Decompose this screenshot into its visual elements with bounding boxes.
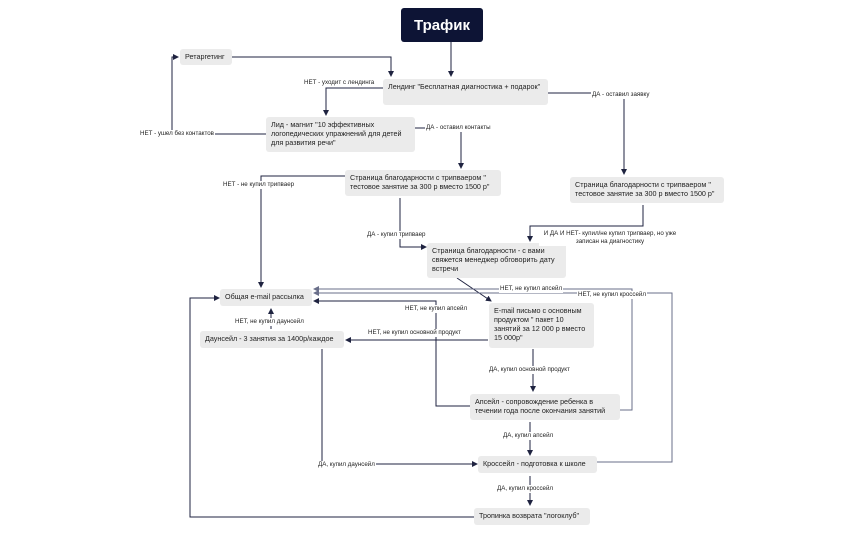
label-no-main: НЕТ, не купил основной продукт [367,329,462,337]
label-yes-request: ДА - оставил заявку [591,91,651,99]
edge-retargeting-landing [232,56,394,77]
edge-thanks1-manager [399,198,427,250]
label-no-left-landing: НЕТ - уходит с лендинга [303,79,376,87]
edge-thanks1-email [258,175,345,288]
node-lead-magnet: Лид - магнит "10 эффективных логопедичес… [266,117,415,152]
node-email-main: E-mail письмо с основным продуктом " пак… [489,303,594,348]
node-thanks-manager: Страница благодарности - с вами свяжется… [427,243,566,278]
label-yes-downsell: ДА, купил даунсейл [317,461,376,469]
label-yes-crosssell: ДА, купил кроссейл [496,485,555,493]
label-yes-main: ДА, купил основной продукт [488,366,571,374]
edge-lead-retargeting [171,54,266,135]
label-no-upsell-2: НЕТ, не купил апсейл [404,305,469,313]
edge-lead-thanks1 [415,127,464,169]
edge-landing-thanks2 [548,92,627,175]
label-yes-tripwire: ДА - купил трипваер [366,231,427,239]
label-no-no-contacts: НЕТ - ушел без контактов [139,130,215,138]
node-upsell: Апсейл - сопровождение ребенка в течении… [470,394,620,420]
edge-thanks2-manager [527,205,644,242]
node-thanks-tripwire-1: Страница благодарности с трипваером " те… [345,170,501,196]
node-downsell: Даунсейл - 3 занятия за 1400р/каждое [200,331,344,348]
edge-upsell-email [313,298,470,407]
label-yes-contacts: ДА - оставил контакты [425,124,492,132]
node-return-path: Тропинка возврата "логоклуб" [474,508,590,525]
label-no-upsell-1: НЕТ, не купил апсейл [499,285,564,293]
node-landing: Лендинг "Бесплатная диагностика + подаро… [383,79,548,105]
edge-cross-email [313,290,673,463]
label-no-tripwire: НЕТ - не купил трипваер [222,181,296,189]
edge-landing-lead [323,87,383,116]
label-no-downsell: НЕТ, не купил даунсейл [234,318,305,326]
node-crosssell: Кроссейл - подготовка к школе [478,456,597,473]
label-yes-and-no: И ДА И НЕТ- купил/не купил трипваер, но … [539,230,681,246]
node-email-general: Общая e-mail рассылка [220,289,312,306]
node-thanks-tripwire-2: Страница благодарности с трипваером " те… [570,177,724,203]
label-no-crosssell: НЕТ, не купил кроссейл [577,291,647,299]
node-traffic: Трафик [401,8,483,42]
node-retargeting: Ретаргетинг [180,49,232,65]
label-yes-upsell: ДА, купил апсейл [502,432,555,440]
edge-upsell-email-2 [313,286,633,411]
edge-return-email [189,295,474,518]
